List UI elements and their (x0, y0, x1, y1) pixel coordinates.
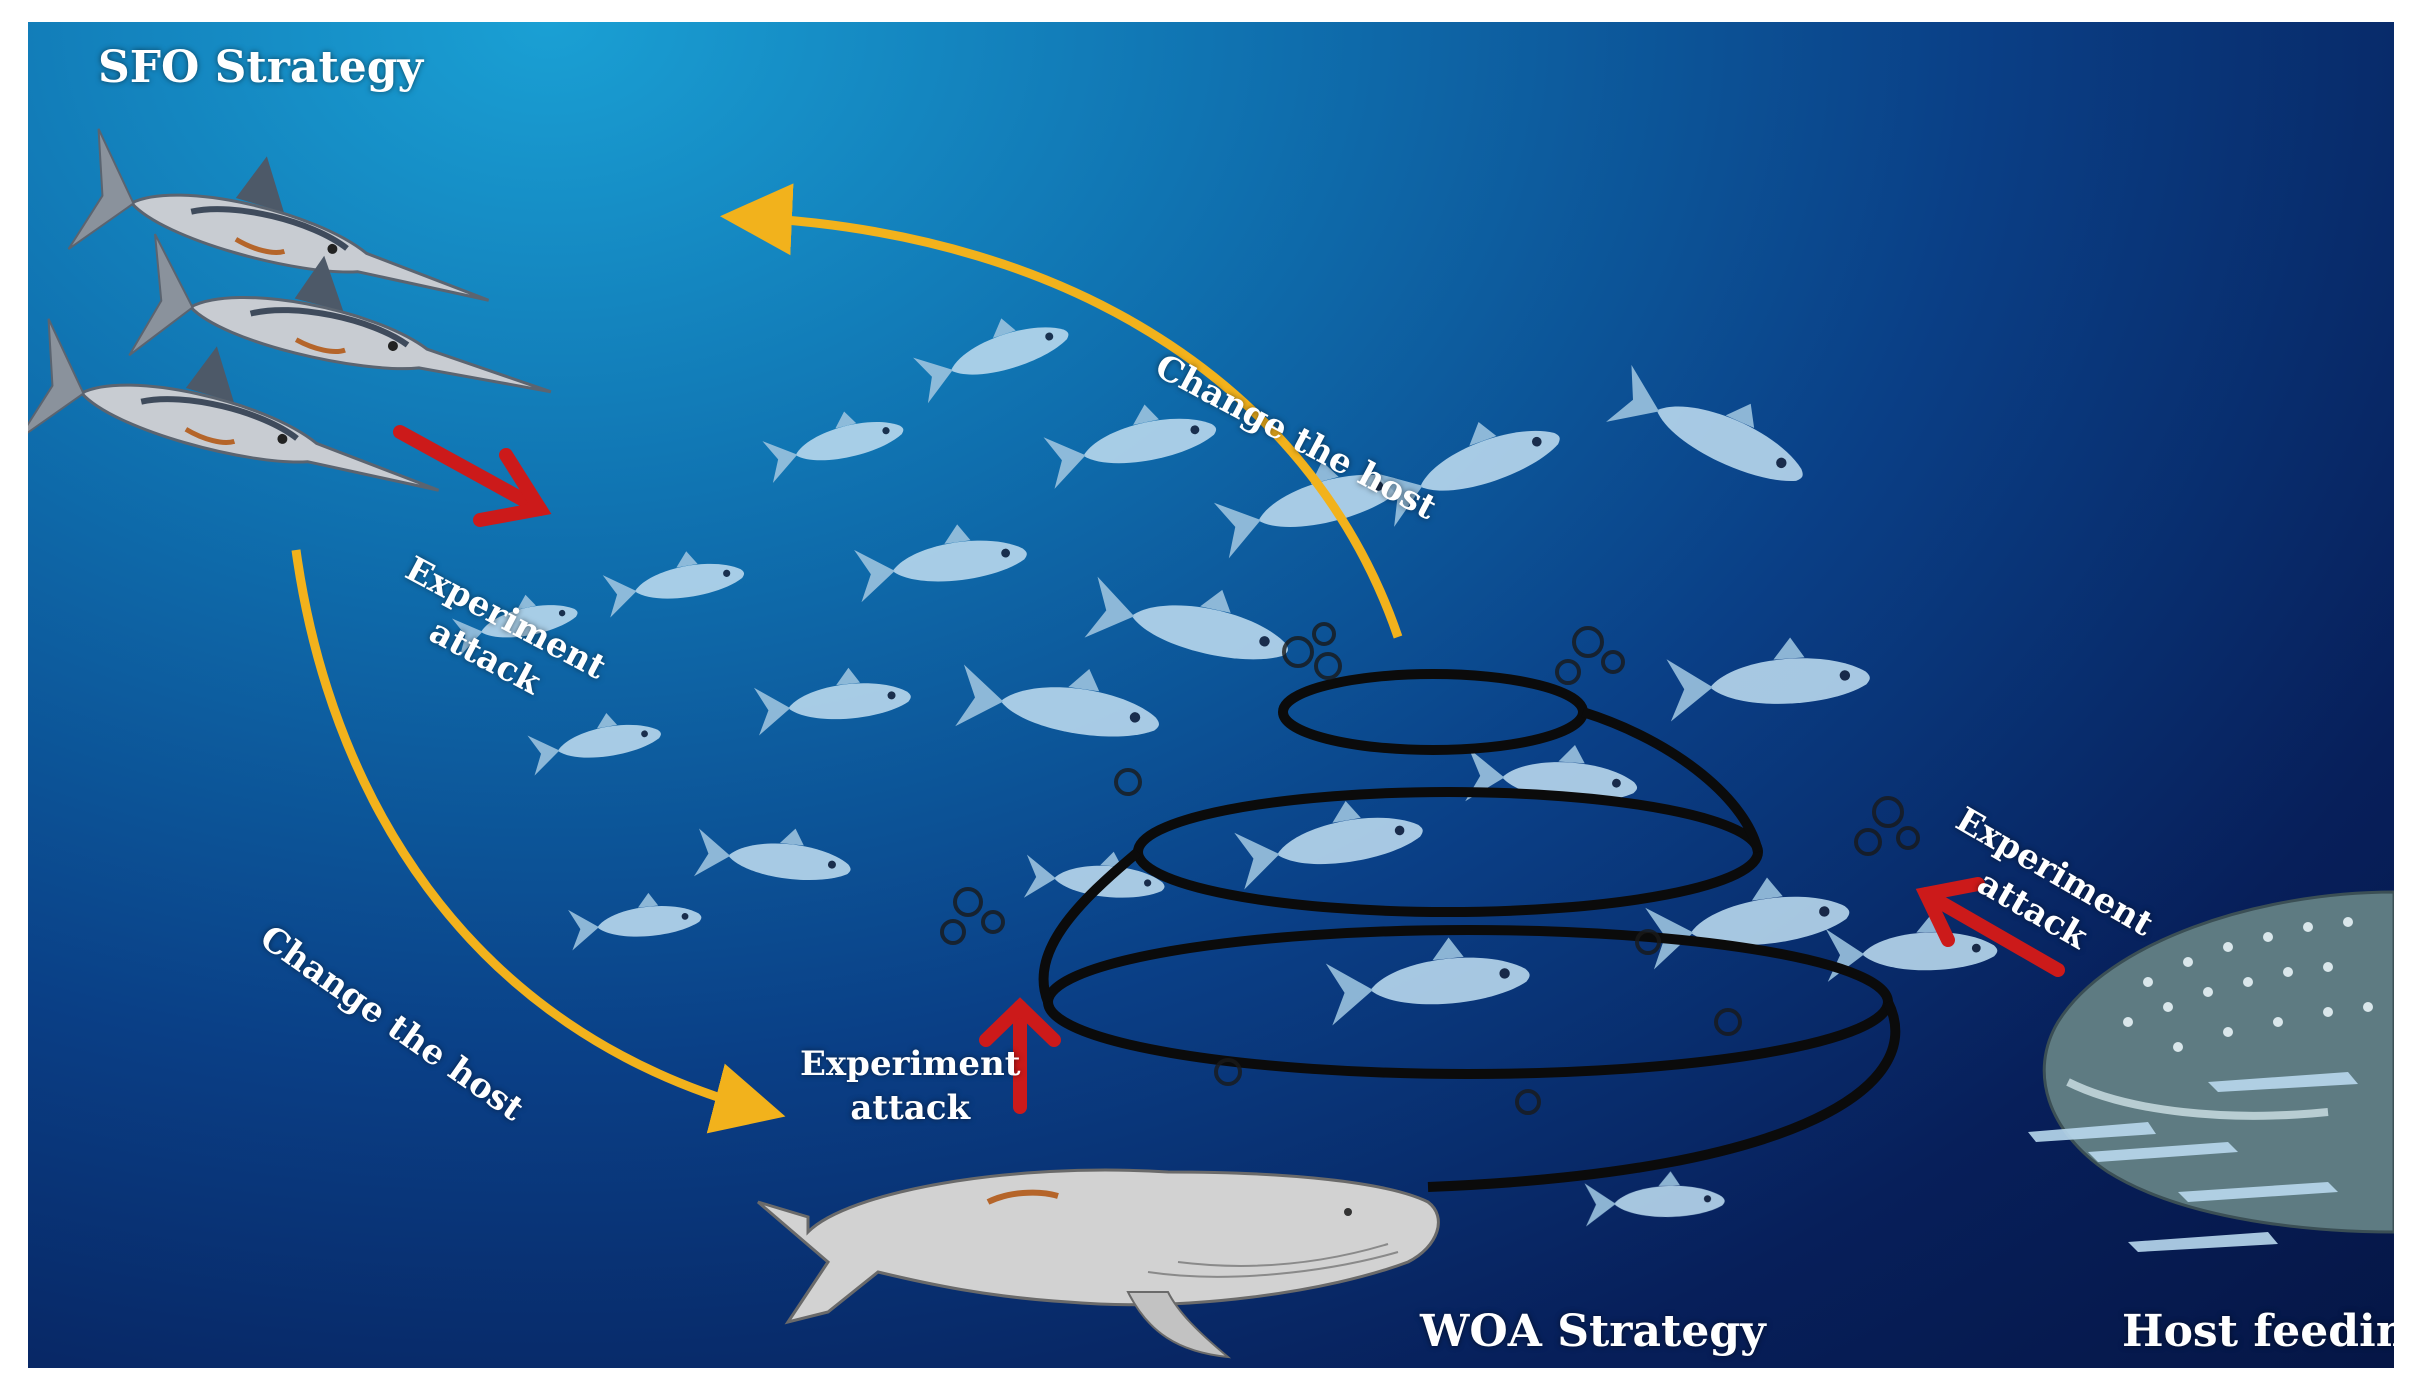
whale-shark-icon (2028, 890, 2394, 1252)
bubble-net-spiral-icon (1038, 669, 1901, 1192)
sfo-strategy-title: SFO Strategy (98, 42, 424, 93)
attack-arrow-woa (979, 997, 1061, 1114)
woa-strategy-title: WOA Strategy (1420, 1306, 1766, 1357)
bubble-cluster (940, 622, 1920, 1115)
change-host-arrow-left (291, 549, 786, 1134)
attack-word: attack (850, 1088, 971, 1128)
attack-arrow-sfo (393, 425, 552, 527)
diagram-scene: SFO Strategy WOA Strategy Host feeding C… (28, 22, 2394, 1368)
diagram-graphics (28, 22, 2394, 1359)
change-host-arrow-top (720, 183, 1403, 639)
attack-arrow-right (1915, 877, 2065, 977)
host-feeding-title: Host feeding (2122, 1306, 2394, 1357)
experiment-word: Experiment (800, 1044, 1021, 1084)
humpback-whale-icon (757, 1168, 1440, 1359)
experiment-attack-label-woa: Experiment attack (800, 1042, 1020, 1130)
